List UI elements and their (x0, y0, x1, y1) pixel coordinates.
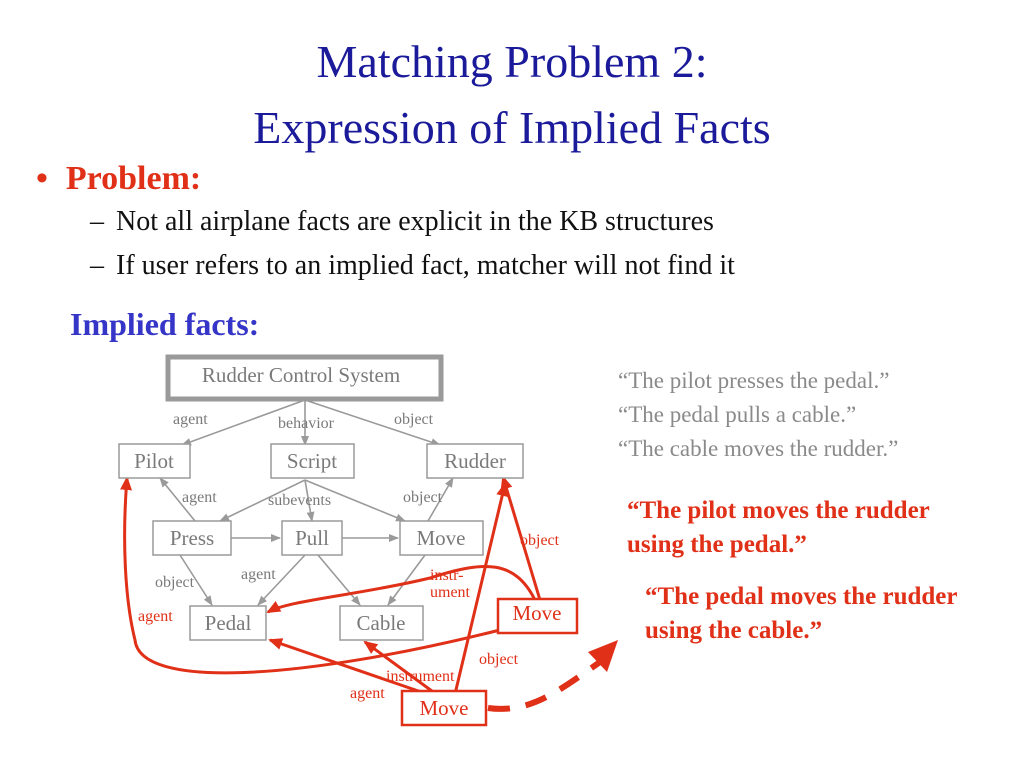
implied-facts-heading: Implied facts: (70, 306, 260, 342)
edge-red-move1-agent-pilot (120, 476, 501, 675)
node-pilot-label: Pilot (134, 449, 174, 473)
label-agent: agent (182, 489, 217, 506)
sub-bullet-1: –Not all airplane facts are explicit in … (90, 206, 714, 238)
title-line-2: Expression of Implied Facts (253, 102, 771, 153)
quote-pedal-moves-rudder: “The pedal moves the rudder using the ca… (645, 580, 958, 648)
edge-red-move2-agent-pedal (268, 638, 431, 697)
node-root-label: Rudder Control System (202, 363, 400, 387)
edge-move-cable (387, 554, 426, 606)
sub-bullet-text: Not all airplane facts are explicit in t… (116, 206, 714, 237)
node-pull-label: Pull (295, 526, 329, 550)
label-instrument-part1: instr- (430, 567, 463, 584)
label-object: object (403, 489, 443, 506)
quote-line: “The pedal moves the rudder (645, 583, 958, 610)
sub-bullet-text: If user refers to an implied fact, match… (116, 250, 735, 281)
edge-press-pedal (179, 554, 213, 606)
quote-pilot-presses: “The pilot presses the pedal.” (618, 368, 890, 393)
quote-pilot-moves-rudder: “The pilot moves the rudder using the pe… (627, 494, 930, 562)
label-instrument-part2: ument (430, 584, 471, 601)
gray-edges (159, 399, 454, 606)
edge-root-rudder (304, 399, 441, 446)
edge-red-move1-object-rudder (500, 475, 542, 601)
title-line-1: Matching Problem 2: (316, 36, 708, 87)
edge-script-move (304, 479, 406, 522)
label-object: object (394, 411, 434, 428)
edge-red-move2-object-rudder (453, 482, 509, 695)
node-pull: Pull (281, 520, 343, 556)
problem-bullet: • Problem: (36, 160, 201, 198)
label-agent: agent (241, 566, 276, 583)
node-cable-label: Cable (357, 611, 406, 635)
sub-bullet-2: –If user refers to an implied fact, matc… (90, 250, 735, 282)
quote-line: using the pedal.” (627, 531, 807, 558)
label-behavior: behavior (278, 415, 335, 432)
bullet-marker: • (36, 160, 48, 197)
problem-heading: Problem: (65, 160, 202, 197)
quote-line: using the cable.” (645, 617, 823, 644)
label-object: object (155, 574, 195, 591)
dashed-arrow-shaft (487, 659, 602, 712)
quote-line: “The pilot moves the rudder (627, 497, 930, 524)
quote-pedal-pulls: “The pedal pulls a cable.” (618, 402, 857, 427)
edge-root-pilot (181, 399, 306, 446)
label-object-red: object (479, 651, 519, 668)
edge-script-press (219, 479, 306, 522)
node-cable: Cable (339, 605, 424, 641)
edge-move-rudder (427, 477, 454, 522)
edge-red-move2-instr-cable (363, 640, 437, 696)
dashed-arrow-head (588, 640, 618, 672)
node-script: Script (270, 443, 355, 479)
node-rudder: Rudder (426, 443, 524, 479)
node-pilot: Pilot (118, 443, 191, 479)
node-press-label: Press (170, 526, 214, 550)
edge-labels: agent behavior object agent subevents ob… (138, 411, 560, 702)
edge-press-pilot (159, 477, 196, 522)
red-edges (120, 475, 618, 712)
node-script-label: Script (287, 449, 337, 473)
node-move-red-2: Move (400, 689, 488, 727)
dash-marker: – (90, 250, 104, 281)
node-press: Press (152, 520, 232, 556)
label-instrument-red: instrument (386, 668, 455, 685)
node-pedal: Pedal (189, 605, 267, 641)
label-agent: agent (173, 411, 208, 428)
label-agent-red: agent (138, 608, 173, 625)
label-object-red: object (520, 532, 560, 549)
edge-script-pull (304, 479, 315, 522)
node-root: Rudder Control System (165, 354, 444, 402)
edge-pull-cable (317, 554, 361, 606)
node-move-red-1-label: Move (513, 601, 562, 625)
node-move: Move (399, 520, 484, 556)
label-agent-red: agent (350, 685, 385, 702)
node-move-red-1: Move (496, 597, 579, 635)
node-pedal-label: Pedal (205, 611, 252, 635)
node-rudder-label: Rudder (444, 449, 506, 473)
edge-pull-pedal (257, 554, 306, 606)
node-move-label: Move (417, 526, 466, 550)
quote-cable-moves: “The cable moves the rudder.” (618, 436, 899, 461)
edge-red-move1-instr-pedal (266, 564, 537, 614)
dash-marker: – (90, 206, 104, 237)
label-subevents: subevents (268, 492, 331, 509)
node-move-red-2-label: Move (420, 696, 469, 720)
